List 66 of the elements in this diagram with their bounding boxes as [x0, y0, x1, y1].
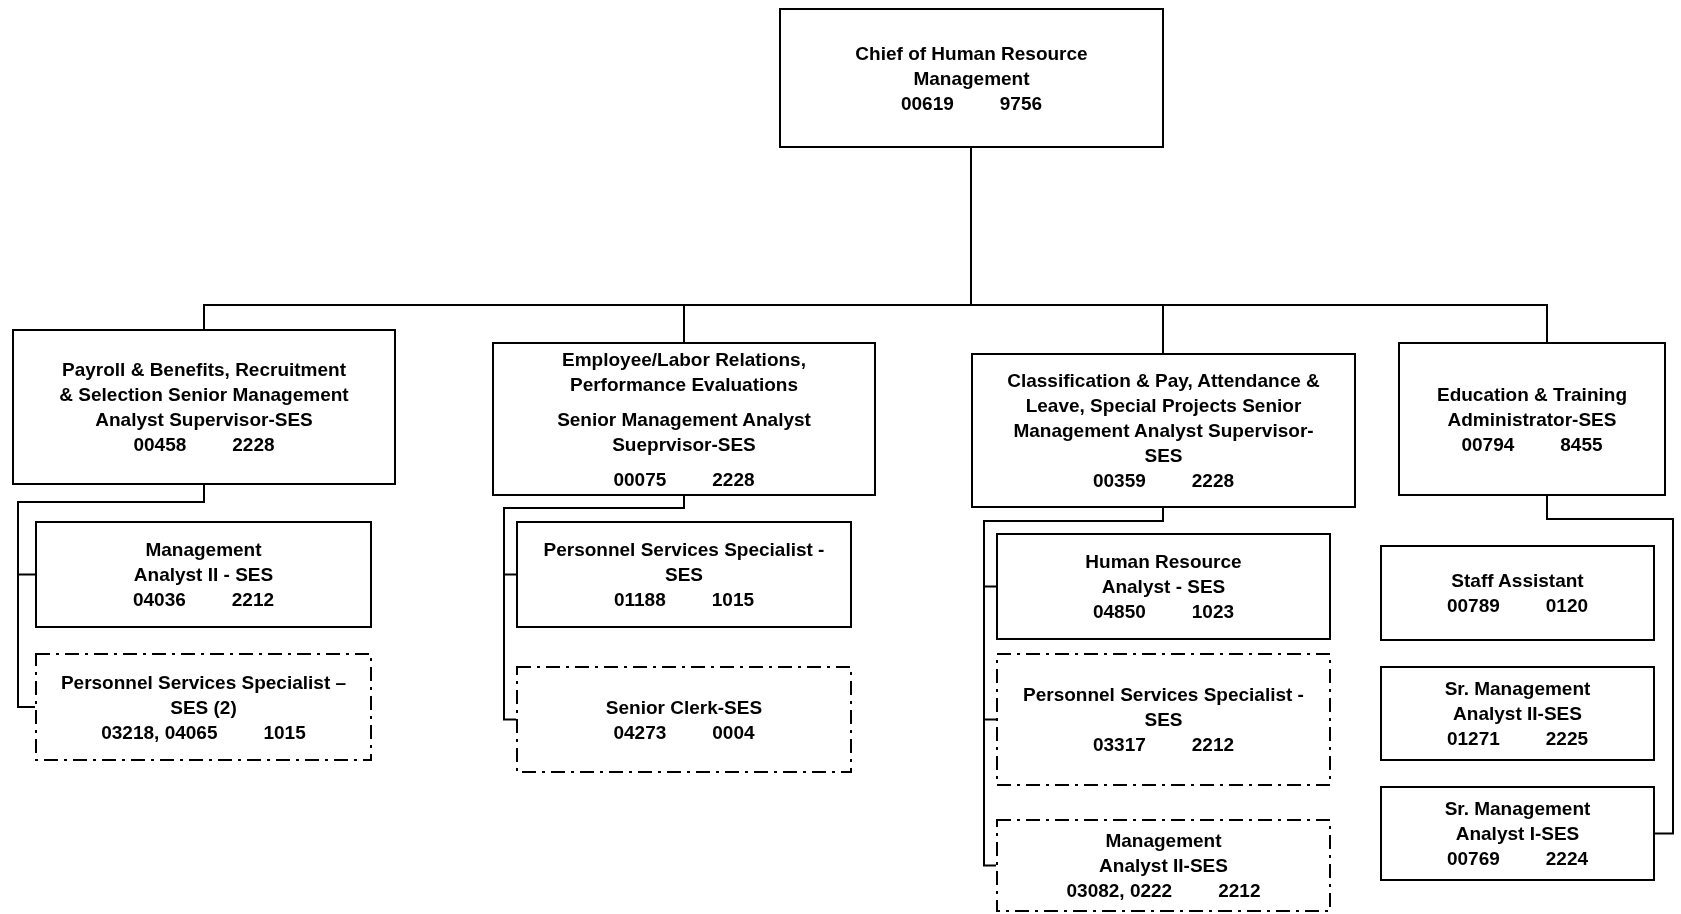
class-code: 8455: [1560, 432, 1603, 457]
class-code: 2212: [1191, 733, 1235, 757]
position-box: [779, 8, 1164, 148]
position-number: 00458: [133, 433, 187, 457]
position-title: Employee/Labor Relations, Performance Evaluations: [561, 347, 807, 397]
position-title: Management Analyst II-SES: [1098, 829, 1229, 878]
position-box: [1380, 666, 1655, 761]
class-code: 2228: [232, 433, 275, 457]
class-code: 0120: [1545, 594, 1589, 618]
position-number: 04036: [132, 588, 186, 612]
position-number: 00794: [1461, 432, 1515, 457]
class-code: 2224: [1545, 847, 1589, 871]
position-box: [1380, 786, 1655, 881]
position-title: Sr. Management Analyst I-SES: [1443, 797, 1592, 846]
position-number: 00359: [1092, 469, 1146, 493]
vacant-position-box: [516, 666, 852, 773]
class-code: 2228: [1191, 469, 1235, 493]
position-number: 00075: [613, 467, 667, 492]
position-title: Personnel Services Specialist - SES: [542, 538, 826, 587]
connector-line: [503, 495, 685, 721]
position-box: [492, 342, 876, 496]
position-number: 04850: [1092, 600, 1146, 624]
class-code: 2212: [1218, 879, 1261, 903]
position-number: 01188: [613, 588, 666, 612]
position-title: Classification & Pay, Attendance & Leave, Special Projects Senior Management Analyst Supervisor-SES: [1006, 369, 1321, 468]
position-number: 00619: [900, 91, 954, 116]
class-code: 9756: [999, 91, 1043, 116]
position-number: 01271: [1446, 727, 1500, 751]
class-code: 2228: [712, 467, 755, 492]
position-box: [516, 521, 852, 628]
connector-line: [983, 507, 1164, 867]
position-title: Staff Assistant: [1451, 569, 1584, 593]
class-code: 2225: [1545, 727, 1589, 751]
position-box: [971, 353, 1356, 508]
position-title: Senior Clerk-SES: [605, 695, 763, 720]
class-code: 0004: [712, 720, 755, 745]
position-number: 03317: [1092, 733, 1146, 757]
connector-line: [1546, 495, 1674, 835]
class-code: 1015: [263, 720, 306, 745]
position-box: [996, 533, 1331, 640]
position-box: [1380, 545, 1655, 641]
position-title: Education & Training Administrator-SES: [1436, 382, 1628, 432]
class-code: 2212: [231, 588, 275, 612]
position-number: 00769: [1446, 847, 1500, 871]
position-number: 04273: [613, 720, 667, 745]
position-box: [35, 521, 372, 628]
vacant-position-box: [996, 819, 1331, 912]
class-code: 1023: [1191, 600, 1235, 624]
position-box: [1398, 342, 1666, 496]
position-title: Personnel Services Specialist - SES: [1022, 683, 1305, 732]
position-title: Sr. Management Analyst II-SES: [1443, 677, 1592, 726]
position-title: Personnel Services Specialist – SES (2): [59, 670, 348, 720]
position-title: Payroll & Benefits, Recruitment & Selection Senior Management Analyst Supervisor-SES: [58, 358, 350, 432]
class-code: 1015: [711, 588, 755, 612]
vacant-position-box: [996, 653, 1331, 786]
connector-line: [970, 147, 1548, 343]
vacant-position-box: [35, 653, 372, 761]
position-title: Management Analyst II - SES: [132, 538, 275, 587]
position-number: 03218, 04065: [101, 720, 218, 745]
position-number: 03082, 0222: [1066, 879, 1173, 903]
position-number: 00789: [1446, 594, 1500, 618]
connector-line: [17, 484, 205, 708]
position-title: Senior Management Analyst Sueprvisor-SES: [556, 407, 812, 457]
position-title: Chief of Human Resource Management: [854, 41, 1089, 91]
position-box: [12, 329, 396, 485]
position-title: Human Resource Analyst - SES: [1084, 550, 1243, 599]
